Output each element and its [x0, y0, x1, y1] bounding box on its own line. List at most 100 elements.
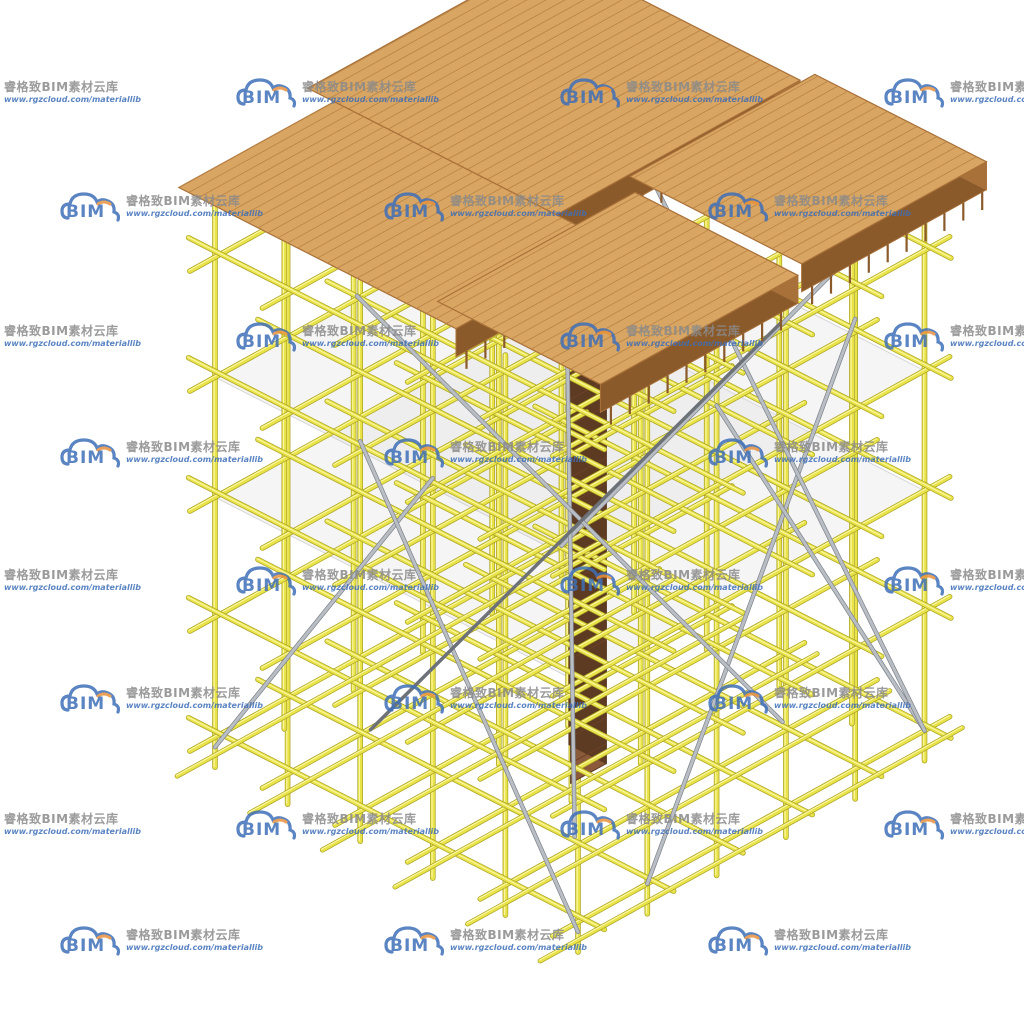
ledger-x-highlight	[551, 355, 950, 576]
ledger-x	[550, 594, 952, 818]
watermark-brand: 睿格致BIM素材云库	[950, 80, 1024, 94]
plank-line	[297, 161, 454, 249]
plank-line	[397, 0, 642, 135]
watermark-brand: 睿格致BIM素材云库	[450, 928, 565, 942]
plank-line	[580, 264, 779, 375]
watermark-logo-text: BIM	[714, 694, 754, 714]
cloud-logo-icon	[236, 810, 297, 840]
plank-line	[501, 224, 699, 335]
plank-line	[337, 181, 493, 269]
ledger-y-highlight	[256, 558, 674, 771]
watermark: BIM睿格致BIM素材云库www.rgzcloud.com/materialli…	[884, 318, 1024, 358]
cloud-logo-icon	[560, 566, 621, 596]
cloud-logo-icon	[236, 78, 297, 108]
watermark-url: www.rgzcloud.com/materiallib	[626, 95, 763, 104]
watermark-url: www.rgzcloud.com/materiallib	[950, 95, 1024, 104]
plank-line	[308, 0, 471, 90]
ledger-x-highlight	[406, 521, 805, 742]
watermark-url: www.rgzcloud.com/materiallib	[450, 455, 587, 464]
watermark-brand: 睿格致BIM素材云库	[450, 686, 565, 700]
plank-line	[257, 141, 414, 229]
bottom-sweeper	[465, 688, 892, 926]
ledger-y-highlight	[187, 236, 605, 450]
plank-line	[761, 141, 947, 245]
bottom-sweeper-highlight	[175, 541, 600, 776]
watermark: BIM睿格致BIM素材云库www.rgzcloud.com/materialli…	[0, 806, 141, 846]
watermark-logo-text: BIM	[66, 202, 106, 222]
plank-line	[742, 131, 928, 234]
watermark-url: www.rgzcloud.com/materiallib	[4, 827, 141, 836]
plank-line	[346, 187, 503, 274]
plank-line	[437, 19, 682, 155]
plank-line	[407, 4, 652, 140]
watermark-brand: 睿格致BIM素材云库	[4, 80, 119, 94]
deck-top	[628, 73, 988, 265]
plank-line	[427, 14, 672, 150]
plank-line	[376, 202, 533, 289]
watermark-url: www.rgzcloud.com/materiallib	[950, 339, 1024, 348]
ledger-x	[187, 409, 589, 634]
plank-line	[277, 151, 434, 239]
plank-line	[228, 126, 384, 214]
internal-brace	[355, 294, 785, 724]
plank-line	[188, 106, 345, 193]
right-brace	[560, 252, 854, 548]
plank-line	[702, 111, 888, 214]
cloud-logo-icon	[708, 926, 769, 956]
plank-line	[208, 116, 365, 203]
cloud-logo-icon	[560, 810, 621, 840]
watermark-url: www.rgzcloud.com/materiallib	[774, 701, 911, 710]
ledger-x-highlight	[551, 475, 950, 696]
watermark-logo-text: BIM	[242, 332, 282, 352]
plank-line	[536, 69, 781, 206]
watermark-brand: 睿格致BIM素材云库	[774, 440, 889, 454]
plank-line	[530, 239, 729, 350]
plank-line	[317, 171, 473, 259]
cloud-logo-icon	[60, 926, 121, 956]
plank-line	[218, 121, 374, 209]
cloud-logo-icon	[236, 322, 297, 352]
watermark: BIM睿格致BIM素材云库www.rgzcloud.com/materialli…	[0, 562, 141, 602]
plank-line	[546, 74, 791, 211]
plank-line	[366, 197, 523, 284]
ledger-x-highlight	[333, 484, 732, 705]
plank-line	[560, 254, 759, 365]
tie-rod	[368, 321, 782, 732]
plank-line	[511, 229, 709, 340]
plank-line	[506, 54, 751, 190]
plank-line	[781, 151, 967, 255]
watermark-brand: 睿格致BIM素材云库	[126, 194, 241, 208]
plank-line	[516, 59, 761, 195]
watermark-url: www.rgzcloud.com/materiallib	[126, 209, 263, 218]
ledger-x	[260, 446, 662, 671]
watermark-url: www.rgzcloud.com/materiallib	[774, 943, 911, 952]
plank-line	[178, 101, 335, 188]
watermark-url: www.rgzcloud.com/materiallib	[126, 701, 263, 710]
plank-line	[590, 269, 789, 380]
plank-line	[396, 212, 553, 299]
watermark-logo-text: BIM	[242, 820, 282, 840]
ledger-x	[333, 483, 734, 708]
ledger-x	[333, 603, 734, 828]
ledger-y-highlight	[256, 318, 674, 531]
plank-line	[267, 146, 424, 234]
watermark-url: www.rgzcloud.com/materiallib	[450, 701, 587, 710]
watermark-url: www.rgzcloud.com/materiallib	[450, 209, 587, 218]
watermark-brand: 睿格致BIM素材云库	[626, 80, 741, 94]
deck-panel-right	[628, 73, 988, 305]
ledger-x	[478, 557, 880, 781]
column-form-line	[570, 639, 607, 660]
watermark-url: www.rgzcloud.com/materiallib	[626, 583, 763, 592]
plank-line	[318, 0, 490, 95]
bottom-sweeper-highlight	[248, 578, 672, 813]
